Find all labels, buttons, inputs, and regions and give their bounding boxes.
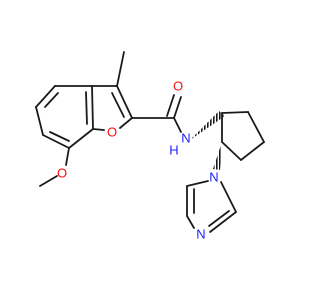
amide-group <box>131 94 182 133</box>
double-bond-c4-c5-inner <box>44 92 59 108</box>
bond-c5-c6 <box>35 106 44 136</box>
bond-c3p-c4p <box>240 141 265 161</box>
bond-c4i-n3 <box>186 215 195 229</box>
bond-n1-c5i <box>186 180 209 187</box>
bond-c4p-c5p <box>221 141 242 161</box>
bond-c7-o <box>65 147 70 166</box>
amide-nitrogen-label: N <box>181 131 190 146</box>
methoxy-oxygen-label: O <box>57 166 67 181</box>
furan-oxygen-label: O <box>107 125 117 140</box>
bond-c7-c7a <box>68 128 94 149</box>
bond-c1-c2p <box>221 111 249 114</box>
hashed-wedge-c-n-imidazole <box>213 142 222 170</box>
bond-carbonyl-o-a <box>173 96 182 119</box>
cyclopentane-ring <box>221 111 265 161</box>
hashed-wedge-n-c1 <box>190 111 225 140</box>
bond-c2-o1 <box>119 117 133 129</box>
imidazole-n1-label: N <box>209 170 218 185</box>
bond-c6-c7 <box>42 134 70 149</box>
bond-c3-c2 <box>116 85 133 119</box>
bond-c4-c5 <box>35 85 56 108</box>
bond-carbonyl-o-b <box>166 94 175 117</box>
benzene-ring <box>35 85 94 149</box>
double-bond-n3-c2i-inner <box>208 210 230 227</box>
amide-hydrogen-label: H <box>169 143 178 158</box>
bond-methyl <box>116 51 125 87</box>
double-bond-c7a-c3a-inner <box>85 91 88 125</box>
double-bond-c6-c7-inner <box>49 131 70 142</box>
imidazole-n3-label: N <box>196 227 205 242</box>
bond-n1-c2i <box>220 181 237 213</box>
bond-o-ch3 <box>39 175 58 187</box>
bond-o1-c7a <box>92 128 105 131</box>
imidazole-ring <box>186 180 237 233</box>
double-bond-c3-c2-inner <box>111 92 125 118</box>
amide-oxygen-label: O <box>173 79 183 94</box>
bond-n3-c2i <box>209 211 237 233</box>
molecule-structure-diagram: O O O N H N N <box>35 51 265 242</box>
methoxy-group <box>39 147 70 187</box>
bond-c7a-c3a <box>91 85 94 130</box>
furan-ring <box>91 85 133 131</box>
bond-carbonyl-n <box>173 117 182 133</box>
bond-c2p-c3p <box>247 111 265 143</box>
